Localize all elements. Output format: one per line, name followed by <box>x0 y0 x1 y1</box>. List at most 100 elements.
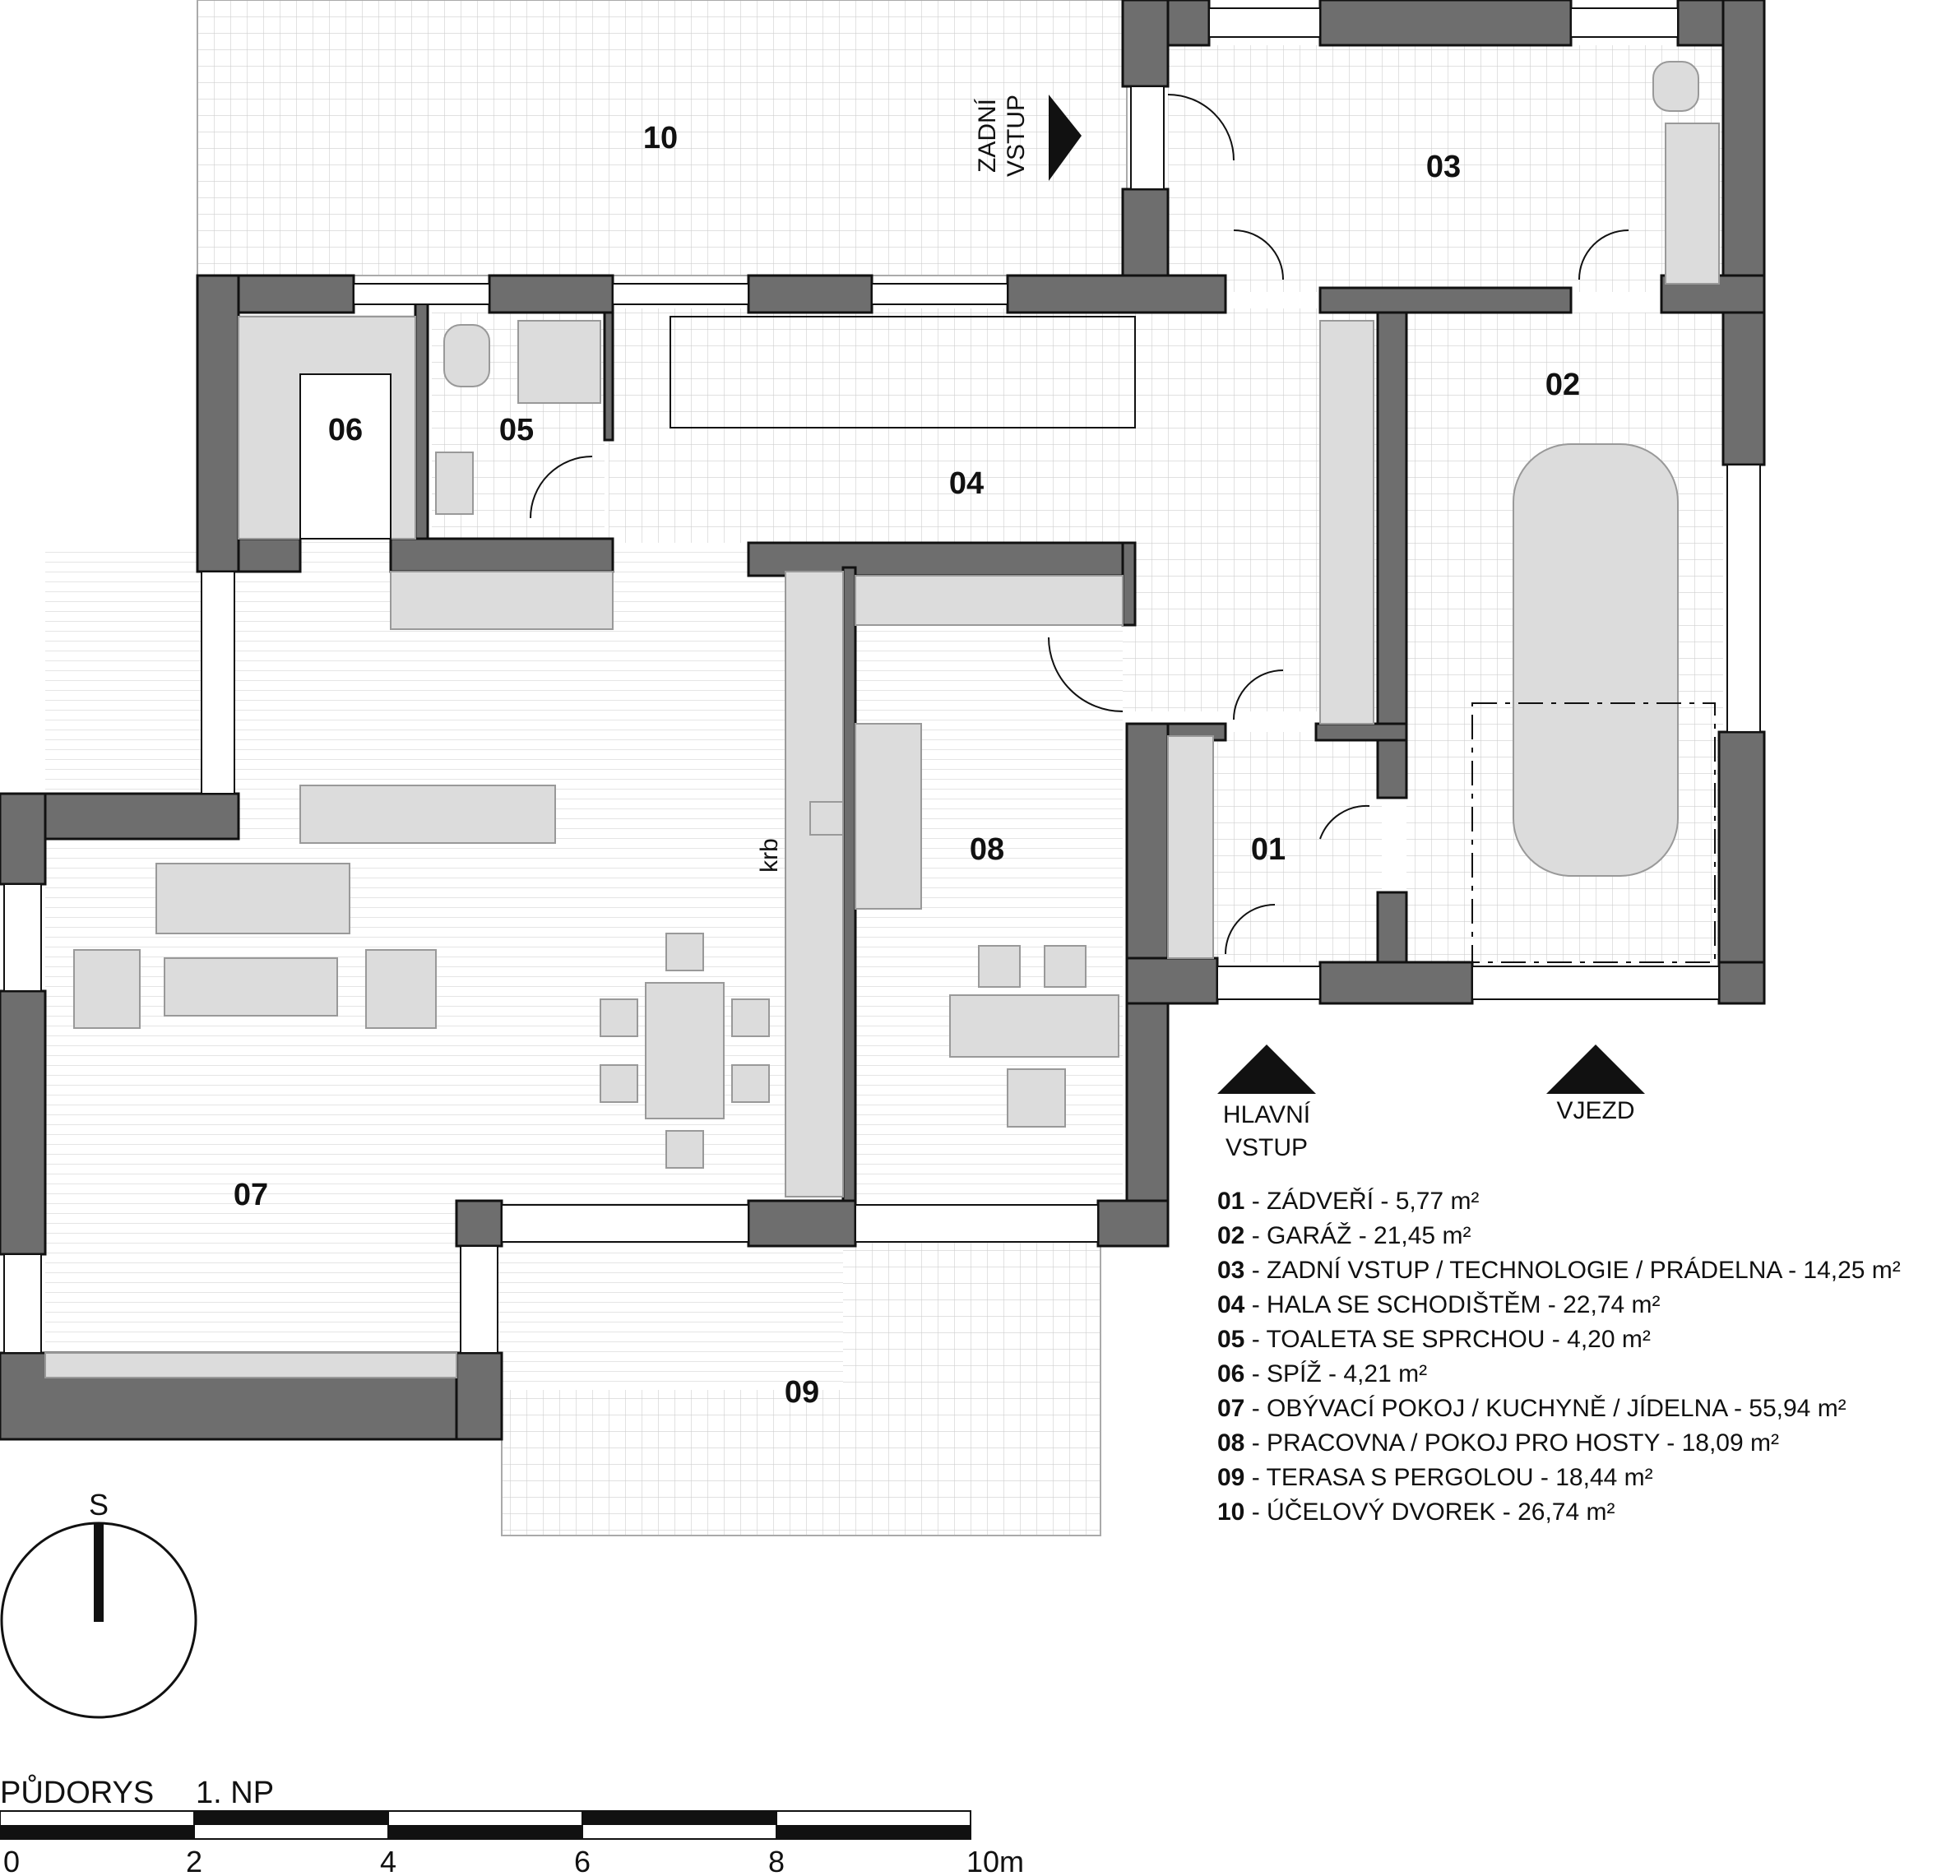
window <box>855 1204 1099 1243</box>
compass-label: S <box>89 1488 109 1522</box>
fireplace-label: krb <box>756 838 783 873</box>
legend-row: 05 - TOALETA SE SPRCHOU - 4,20 m² <box>1217 1326 1651 1353</box>
staircase <box>670 316 1136 428</box>
entry-arrows <box>1049 95 1645 1094</box>
rear-entry-label-1: ZADNÍ <box>974 98 1001 173</box>
wall <box>414 294 429 544</box>
door-swing <box>1048 637 1124 712</box>
armchair <box>73 949 141 1029</box>
window <box>353 283 490 305</box>
chair <box>600 998 638 1037</box>
study-armchair <box>1007 1068 1066 1128</box>
legend-number: 08 <box>1217 1429 1244 1457</box>
legend-number: 09 <box>1217 1464 1244 1491</box>
kitchen-counter-wall <box>785 571 844 1197</box>
wardrobe <box>1167 735 1214 959</box>
legend-number: 06 <box>1217 1360 1244 1387</box>
legend-text: - ZÁDVEŘÍ - 5,77 m² <box>1244 1188 1479 1215</box>
chair <box>600 1064 638 1103</box>
wall <box>1376 311 1408 799</box>
door-swing <box>1319 804 1370 840</box>
wall <box>455 1351 503 1441</box>
wall <box>1314 722 1408 742</box>
scale-fill <box>194 1811 388 1825</box>
wall <box>0 989 47 1256</box>
room-label-10: 10 <box>643 121 678 155</box>
room-label-04: 04 <box>949 466 984 501</box>
door-swing <box>1167 94 1235 161</box>
chair <box>665 1130 704 1169</box>
door-swing <box>1233 229 1284 280</box>
scale-tick-label: 8 <box>768 1845 785 1876</box>
legend-text: - ÚČELOVÝ DVOREK - 26,74 m² <box>1244 1498 1615 1526</box>
scale-tick-label: 4 <box>380 1845 396 1876</box>
legend-number: 10 <box>1217 1498 1244 1526</box>
scale-fill <box>388 1825 582 1839</box>
drive-entry-label: VJEZD <box>1556 1097 1634 1124</box>
wall <box>196 274 240 573</box>
door-swing <box>1233 669 1284 720</box>
main-entry-arrow <box>1217 1045 1316 1094</box>
wall <box>1121 541 1137 627</box>
door-swing <box>530 456 593 519</box>
room-label-02: 02 <box>1545 368 1580 402</box>
window <box>201 571 235 794</box>
legend-text: - ZADNÍ VSTUP / TECHNOLOGIE / PRÁDELNA -… <box>1244 1257 1900 1284</box>
rear-entry-arrow <box>1049 95 1082 181</box>
door-swing <box>1225 904 1276 955</box>
legend-text: - GARÁŽ - 21,45 m² <box>1244 1222 1471 1249</box>
armchair <box>365 949 437 1029</box>
legend-number: 04 <box>1217 1291 1245 1318</box>
scale-end-label: 10m <box>966 1845 1024 1876</box>
room-labels: 10 03 02 06 05 04 08 01 07 09 <box>234 121 1580 1410</box>
kitchenette-unit <box>1665 123 1720 285</box>
window <box>1726 464 1761 733</box>
room-label-07: 07 <box>234 1178 268 1212</box>
window <box>1471 966 1720 1000</box>
entrance-labels: ZADNÍ VSTUP HLAVNÍ VSTUP VJEZD krb S <box>89 95 1635 1522</box>
wall <box>488 274 614 314</box>
wall <box>237 537 302 573</box>
legend-number: 03 <box>1217 1257 1244 1284</box>
doors <box>530 94 1629 955</box>
study-sofa <box>855 723 922 910</box>
legend-row: 07 - OBÝVACÍ POKOJ / KUCHYNĚ / JÍDELNA -… <box>1217 1395 1846 1422</box>
legend-row: 01 - ZÁDVEŘÍ - 5,77 m² <box>1217 1188 1479 1215</box>
counter-top <box>390 571 614 630</box>
legend-row: 04 - HALA SE SCHODIŠTĚM - 22,74 m² <box>1217 1290 1661 1318</box>
legend-row: 03 - ZADNÍ VSTUP / TECHNOLOGIE / PRÁDELN… <box>1217 1257 1901 1284</box>
study-chair <box>978 945 1021 988</box>
legend-text: - PRACOVNA / POKOJ PRO HOSTY - 18,09 m² <box>1244 1429 1779 1457</box>
drawing-title-text: PŮDORYS <box>0 1773 154 1810</box>
yard-floor <box>197 0 1128 276</box>
legend-row: 08 - PRACOVNA / POKOJ PRO HOSTY - 18,09 … <box>1217 1429 1779 1457</box>
drawing-title-floor: 1. NP <box>196 1776 274 1810</box>
pantry-inner <box>299 373 392 540</box>
window <box>871 283 1008 305</box>
scale-tick-label: 0 <box>3 1845 20 1876</box>
legend-number: 01 <box>1217 1188 1244 1215</box>
kitchen-island <box>299 785 556 844</box>
room-label-05: 05 <box>499 413 534 447</box>
study-wall-unit <box>855 575 1124 626</box>
window <box>612 283 749 305</box>
sofa <box>155 863 350 934</box>
wall <box>1006 274 1227 314</box>
legend-row: 06 - SPÍŽ - 4,21 m² <box>1217 1360 1427 1387</box>
main-entry-label-1: HLAVNÍ <box>1223 1101 1311 1128</box>
parking-zone <box>1471 702 1716 963</box>
floor-window-bench <box>44 1352 457 1378</box>
wall <box>1318 286 1573 314</box>
wall <box>747 1199 857 1248</box>
chair <box>665 933 704 971</box>
wall <box>1318 961 1474 1005</box>
wall <box>0 792 47 886</box>
door-swing <box>1578 229 1629 280</box>
legend-text: - OBÝVACÍ POKOJ / KUCHYNĚ / JÍDELNA - 55… <box>1244 1395 1846 1422</box>
legend-number: 02 <box>1217 1222 1244 1249</box>
wall <box>1717 961 1766 1005</box>
drive-entry-arrow <box>1546 1045 1645 1094</box>
legend-number: 07 <box>1217 1395 1244 1422</box>
legend-row: 02 - GARÁŽ - 21,45 m² <box>1217 1222 1471 1249</box>
